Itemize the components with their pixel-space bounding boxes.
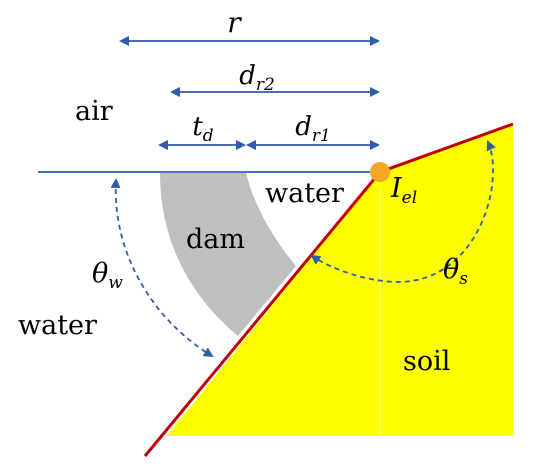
iel-sub: el [402,188,418,208]
electrode-point-icon [370,162,390,182]
water-top-label: water [265,178,344,209]
theta-w-base: θ [92,258,108,289]
td-base: t [192,112,203,142]
soil-label: soil [403,346,450,377]
td-sub: d [203,126,214,146]
dr1-label: dr1 [295,112,331,146]
dr2-sub: r2 [256,75,275,95]
theta-s-sub: s [459,269,468,289]
air-label: air [75,96,113,127]
water-left-label: water [18,310,97,341]
td-label: td [192,112,213,146]
r-label: r [227,6,242,39]
dr2-base: d [239,61,256,91]
theta-w-arc [110,178,214,358]
theta-s-label: θs [443,254,468,289]
dr1-base: d [295,112,312,142]
theta-w-sub: w [108,273,123,293]
theta-s-arc [310,140,496,283]
iel-base: I [390,173,403,204]
iel-label: Iel [390,173,417,208]
theta-s-base: θ [443,254,459,285]
dr2-label: dr2 [239,61,275,95]
dr1-sub: r1 [312,126,331,146]
theta-w-label: θw [92,258,123,293]
dam-label: dam [186,224,245,255]
